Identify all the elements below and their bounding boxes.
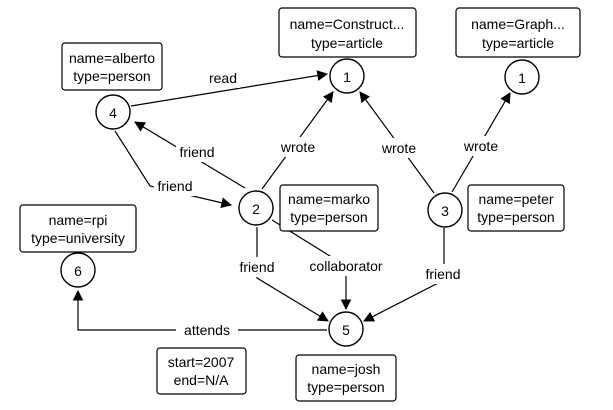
edge-friend-3-5: friend [363,228,465,322]
vertex-4-alberto: 4 [95,94,131,130]
edge-label-friend-2-4: friend [179,144,214,160]
svg-text:3: 3 [441,203,449,219]
props-box-attends: start=2007 end=N/A [156,347,247,395]
props-box-josh: name=josh type=person [295,354,397,402]
svg-text:type=article: type=article [311,35,383,51]
edge-collaborator: collaborator [271,219,390,311]
svg-text:type=person: type=person [307,379,384,395]
edge-label-friend-4-2: friend [157,178,192,194]
svg-text:5: 5 [342,322,350,338]
svg-text:type=person: type=person [290,209,367,225]
edge-label-read: read [209,70,237,86]
svg-text:name=Construct...: name=Construct... [290,16,405,32]
props-box-article-1b: name=Graph... type=article [455,7,581,58]
edge-label-attends: attends [184,322,230,338]
svg-text:type=article: type=article [482,35,554,51]
vertex-5-josh: 5 [328,311,364,347]
vertex-1-construct: 1 [329,58,365,94]
edge-peter-wrote-1: wrote [359,91,435,194]
vertex-2-marko: 2 [238,190,274,226]
svg-text:name=marko: name=marko [288,191,370,207]
svg-text:type=person: type=person [477,209,554,225]
svg-text:type=university: type=university [31,230,125,246]
svg-text:name=Graph...: name=Graph... [471,16,565,32]
svg-text:1: 1 [518,70,526,86]
svg-text:name=rpi: name=rpi [49,212,108,228]
vertex-6-rpi: 6 [60,252,96,288]
edge-friend-4-2: friend [114,130,233,209]
svg-text:type=person: type=person [73,68,150,84]
edge-label-friend-2-5: friend [239,259,274,275]
props-box-marko: name=marko type=person [279,184,379,232]
props-box-rpi: name=rpi type=university [19,204,137,253]
svg-text:start=2007: start=2007 [168,354,235,370]
props-box-peter: name=peter type=person [467,184,565,232]
edge-read: read [130,68,329,107]
edge-label-friend-3-5: friend [425,266,460,282]
edge-attends: attends [72,289,327,340]
svg-text:1: 1 [343,69,351,85]
edge-marko-wrote: wrote [261,91,334,190]
svg-text:name=alberto: name=alberto [69,50,155,66]
edge-peter-wrote-2: wrote [451,92,511,193]
edge-label-collaborator: collaborator [309,258,382,274]
edge-friend-2-4: friend [134,121,246,189]
svg-text:2: 2 [252,201,260,217]
vertex-3-peter: 3 [427,192,463,228]
svg-text:name=peter: name=peter [478,191,553,207]
edge-label-peter-wrote-2: wrote [463,138,498,154]
edge-label-peter-wrote-1: wrote [381,140,416,156]
svg-text:name=josh: name=josh [312,361,381,377]
props-box-alberto: name=alberto type=person [61,42,163,91]
props-box-article-1a: name=Construct... type=article [278,7,417,58]
svg-text:6: 6 [74,263,82,279]
vertex-1-graph: 1 [504,59,540,95]
edge-friend-2-5: friend [235,227,329,322]
svg-text:end=N/A: end=N/A [174,372,230,388]
svg-text:4: 4 [109,105,117,121]
edge-label-marko-wrote: wrote [280,139,315,155]
